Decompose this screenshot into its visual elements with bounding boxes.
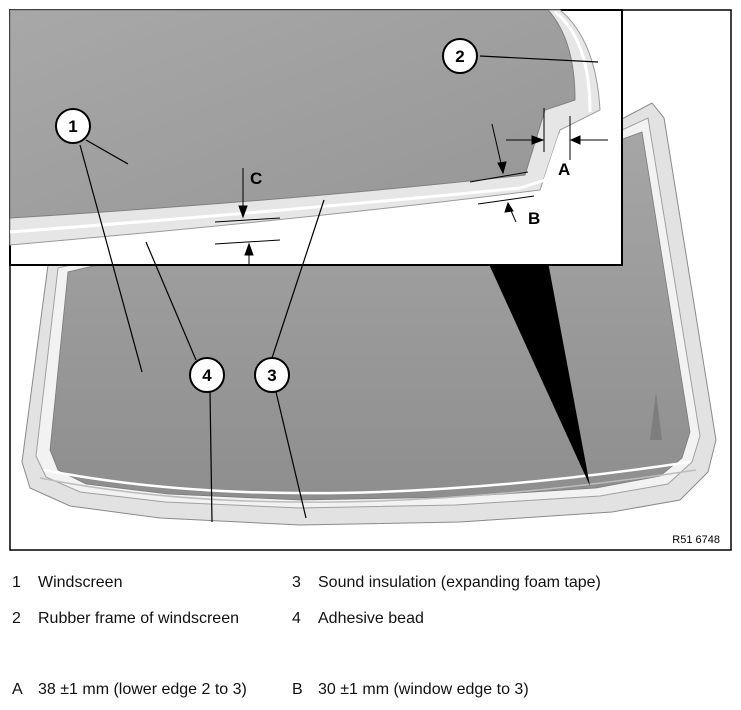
dimension-letter-b: B	[528, 209, 540, 228]
legend-text: 30 ±1 mm (window edge to 3)	[318, 681, 529, 698]
legend-letter: B	[292, 681, 303, 698]
detail-wedge	[488, 262, 590, 486]
svg-text:3: 3	[267, 366, 276, 385]
svg-text:1: 1	[68, 117, 77, 136]
legend-num: 3	[292, 574, 301, 591]
svg-text:4: 4	[202, 366, 212, 385]
adhesive-bead-line	[39, 469, 697, 503]
callout-1: 1	[55, 108, 91, 144]
svg-text:2: 2	[455, 47, 464, 66]
legend-num: 4	[292, 610, 301, 627]
legend-num: 2	[12, 610, 21, 627]
legend-text: Rubber frame of windscreen	[38, 610, 239, 627]
leader-lines	[79, 55, 599, 523]
figure-reference: R51 6748	[672, 534, 720, 546]
legend-text: 38 ±1 mm (lower edge 2 to 3)	[38, 681, 247, 698]
dimension-c	[214, 168, 281, 266]
callout-3: 3	[254, 357, 290, 393]
callout-2: 2	[442, 38, 478, 74]
dimension-a	[506, 108, 608, 160]
windscreen-diagram: C A B 1 2 3	[9, 9, 732, 551]
dimension-b	[469, 123, 535, 223]
legend-text: Adhesive bead	[318, 610, 424, 627]
sound-insulation-line	[43, 460, 691, 495]
legend-letter: A	[12, 681, 23, 698]
legend-text: Sound insulation (expanding foam tape)	[318, 574, 601, 591]
legend-text: Windscreen	[38, 574, 123, 591]
dimension-letter-a: A	[558, 160, 570, 179]
callout-4: 4	[189, 357, 225, 393]
sensor-mark	[650, 392, 662, 440]
dimension-letter-c: C	[250, 169, 262, 188]
legend-num: 1	[12, 574, 21, 591]
